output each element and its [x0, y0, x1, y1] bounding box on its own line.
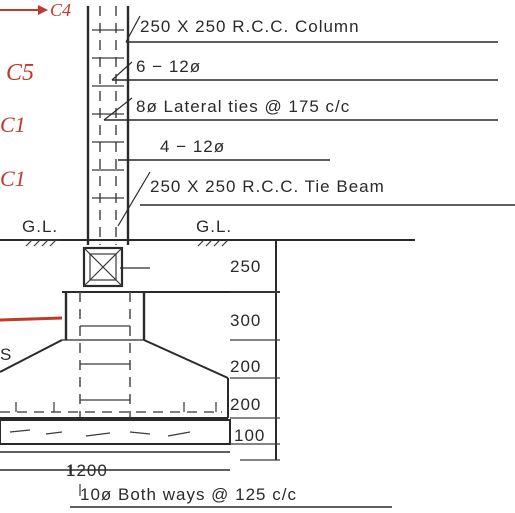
dim-300: 300 — [230, 311, 261, 330]
gl-left-label: G.L. — [22, 217, 58, 236]
gl-right-label: G.L. — [196, 217, 232, 236]
cut-s-label: S — [0, 345, 12, 364]
cut-arrow-head — [38, 5, 48, 15]
dim-250: 250 — [230, 257, 261, 276]
gl-right-hatch — [197, 239, 229, 247]
cut-label-b: C1 — [0, 112, 26, 137]
dimension-chain — [230, 240, 280, 461]
sloped-footing: S — [0, 339, 229, 419]
tie-beam-section — [82, 246, 124, 288]
tie-beam-label: 250 X 250 R.C.C. Tie Beam — [150, 177, 385, 196]
cut-label-a: C5 — [6, 60, 34, 86]
cut-label-c: C1 — [0, 166, 26, 191]
width-dimension — [0, 466, 230, 474]
gl-left-hatch — [24, 239, 60, 247]
dim-1200: 1200 — [66, 461, 108, 480]
beam-bars-label: 4 − 12ø — [160, 137, 225, 156]
column — [86, 6, 130, 245]
dim-100: 100 — [234, 426, 265, 445]
column-label: 250 X 250 R.C.C. Column — [140, 17, 360, 36]
bottom-bars-label: 10ø Both ways @ 125 c/c — [80, 485, 297, 504]
leaders — [103, 15, 515, 269]
dim-200-b: 200 — [230, 395, 261, 414]
dim-200-a: 200 — [230, 357, 261, 376]
main-bars-label: 6 − 12ø — [136, 57, 201, 76]
left-annotations: C4 C5 C1 C1 — [0, 0, 71, 191]
lateral-ties-label: 8ø Lateral ties @ 175 c/c — [136, 97, 350, 116]
ground-level: G.L. G.L. — [0, 217, 415, 247]
lateral-ties — [92, 29, 124, 199]
pcc-bed — [0, 419, 231, 453]
red-marker-line — [0, 316, 63, 322]
cut-label-top: C4 — [50, 0, 71, 20]
